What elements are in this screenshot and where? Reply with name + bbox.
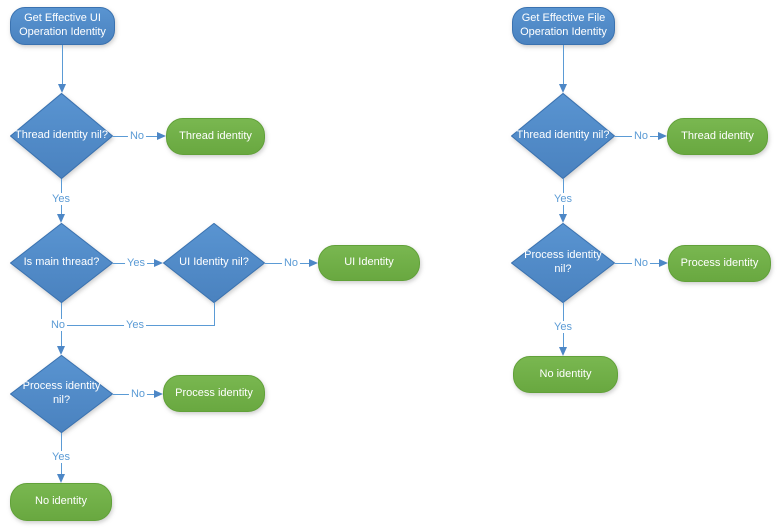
edge-label-yes: Yes [125, 257, 147, 269]
result-label: Thread identity [179, 129, 252, 142]
result-ui-thread-identity: Thread identity [166, 118, 265, 155]
decision-label: Is main thread? [23, 256, 100, 269]
connector-ui-start-down [62, 45, 63, 84]
arrowhead-down-icon [56, 474, 65, 483]
result-label: No identity [539, 367, 592, 380]
connector-main-no-down [61, 303, 62, 325]
edge-label-no: No [631, 130, 651, 142]
edge-label-yes: Yes [50, 451, 72, 463]
arrowhead-down-icon [57, 84, 66, 93]
diamond-shape [511, 223, 615, 303]
result-label: Process identity [680, 256, 759, 269]
edge-label-yes: Yes [552, 321, 574, 333]
edge-label-yes: Yes [552, 193, 574, 205]
decision-label: Process identity nil? [524, 249, 602, 275]
edge-label-yes: Yes [124, 319, 146, 331]
start-file-label: Get Effective File Operation Identity [520, 12, 607, 38]
decision-file-process-identity-nil: Process identity nil? [511, 223, 615, 303]
arrowhead-down-icon [558, 84, 567, 93]
edge-label-no: No [631, 257, 651, 269]
decision-ui-thread-identity-nil: Thread identity nil? [10, 93, 113, 179]
diamond-shape [10, 93, 113, 179]
result-file-no-identity: No identity [513, 356, 618, 393]
connector-ui-yes-down [214, 303, 215, 325]
arrowhead-down-icon [56, 346, 65, 355]
arrowhead-right-icon [157, 131, 166, 140]
edge-label-no: No [127, 130, 147, 142]
result-file-thread-identity: Thread identity [667, 118, 768, 155]
edge-label-no: No [48, 319, 68, 331]
result-label: Process identity [175, 386, 253, 399]
result-ui-process-identity: Process identity [163, 375, 265, 412]
start-ui-operation-identity: Get Effective UI Operation Identity [10, 7, 115, 45]
edge-label-yes: Yes [50, 193, 72, 205]
result-label: Thread identity [681, 129, 754, 142]
arrowhead-right-icon [154, 258, 163, 267]
edge-label-no: No [281, 257, 301, 269]
result-ui-no-identity: No identity [10, 483, 112, 521]
arrowhead-right-icon [154, 389, 163, 398]
decision-is-main-thread: Is main thread? [10, 223, 113, 303]
result-label: No identity [35, 495, 87, 508]
arrowhead-right-icon [659, 258, 668, 267]
connector-file-start-down [563, 45, 564, 84]
decision-label: Thread identity nil? [516, 129, 610, 142]
diamond-shape [511, 93, 615, 179]
decision-file-thread-identity-nil: Thread identity nil? [511, 93, 615, 179]
connector-merge-down [61, 325, 62, 346]
decision-label: Thread identity nil? [15, 129, 108, 142]
edge-label-no: No [128, 388, 148, 400]
diamond-shape [163, 223, 265, 303]
arrowhead-down-icon [56, 214, 65, 223]
decision-label: Process identity nil? [22, 380, 101, 406]
decision-label: UI Identity nil? [179, 256, 249, 269]
arrowhead-down-icon [558, 214, 567, 223]
result-file-process-identity: Process identity [668, 245, 771, 282]
arrowhead-right-icon [309, 258, 318, 267]
diamond-shape [10, 223, 113, 303]
decision-ui-identity-nil: UI Identity nil? [163, 223, 265, 303]
arrowhead-down-icon [558, 347, 567, 356]
result-ui-identity: UI Identity [318, 245, 420, 281]
arrowhead-right-icon [658, 131, 667, 140]
diamond-shape [10, 355, 113, 433]
decision-ui-process-identity-nil: Process identity nil? [10, 355, 113, 433]
start-file-operation-identity: Get Effective File Operation Identity [512, 7, 615, 45]
start-ui-label: Get Effective UI Operation Identity [19, 12, 106, 38]
result-label: UI Identity [344, 256, 394, 269]
